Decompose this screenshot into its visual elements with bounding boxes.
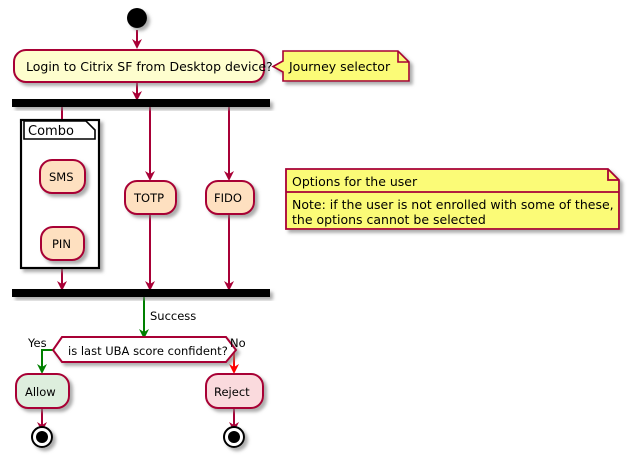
activity-pin-label: PIN — [52, 237, 71, 251]
activity-reject-label: Reject — [214, 385, 250, 399]
fork-bar — [12, 99, 270, 107]
activity-login-label: Login to Citrix SF from Desktop device? — [26, 59, 273, 74]
activity-fido-label: FIDO — [214, 191, 242, 205]
join-bar — [12, 289, 270, 297]
note-options-for-user: Options for the user Note: if the user i… — [285, 168, 620, 230]
start-node — [127, 8, 147, 28]
decision-label: is last UBA score confident? — [68, 344, 228, 358]
note-options-title: Options for the user — [292, 174, 418, 189]
note-journey-selector-label: Journey selector — [288, 59, 391, 74]
edge-label-success: Success — [150, 309, 196, 323]
end-node-allow — [31, 426, 53, 448]
partition-label: Combo — [28, 124, 74, 139]
activity-pin[interactable]: PIN — [40, 226, 85, 261]
note-options-body-line2: the options cannot be selected — [292, 212, 486, 227]
activity-fido[interactable]: FIDO — [205, 180, 255, 215]
activity-login[interactable]: Login to Citrix SF from Desktop device? — [13, 49, 273, 83]
activity-totp[interactable]: TOTP — [124, 180, 177, 215]
note-options-body-line1: Note: if the user is not enrolled with s… — [292, 197, 614, 212]
activity-reject[interactable]: Reject — [205, 373, 264, 409]
edge-label-yes: Yes — [27, 336, 47, 350]
note-journey-selector: Journey selector — [271, 50, 410, 82]
activity-sms[interactable]: SMS — [39, 159, 86, 194]
edge-label-no: No — [230, 336, 246, 350]
end-node-reject — [223, 426, 245, 448]
activity-allow-label: Allow — [25, 385, 56, 399]
edge-decision-to-allow — [37, 349, 53, 374]
activity-sms-label: SMS — [49, 170, 74, 184]
decision-uba-score[interactable]: is last UBA score confident? — [51, 336, 238, 363]
activity-allow[interactable]: Allow — [15, 373, 70, 409]
activity-totp-label: TOTP — [133, 191, 164, 205]
